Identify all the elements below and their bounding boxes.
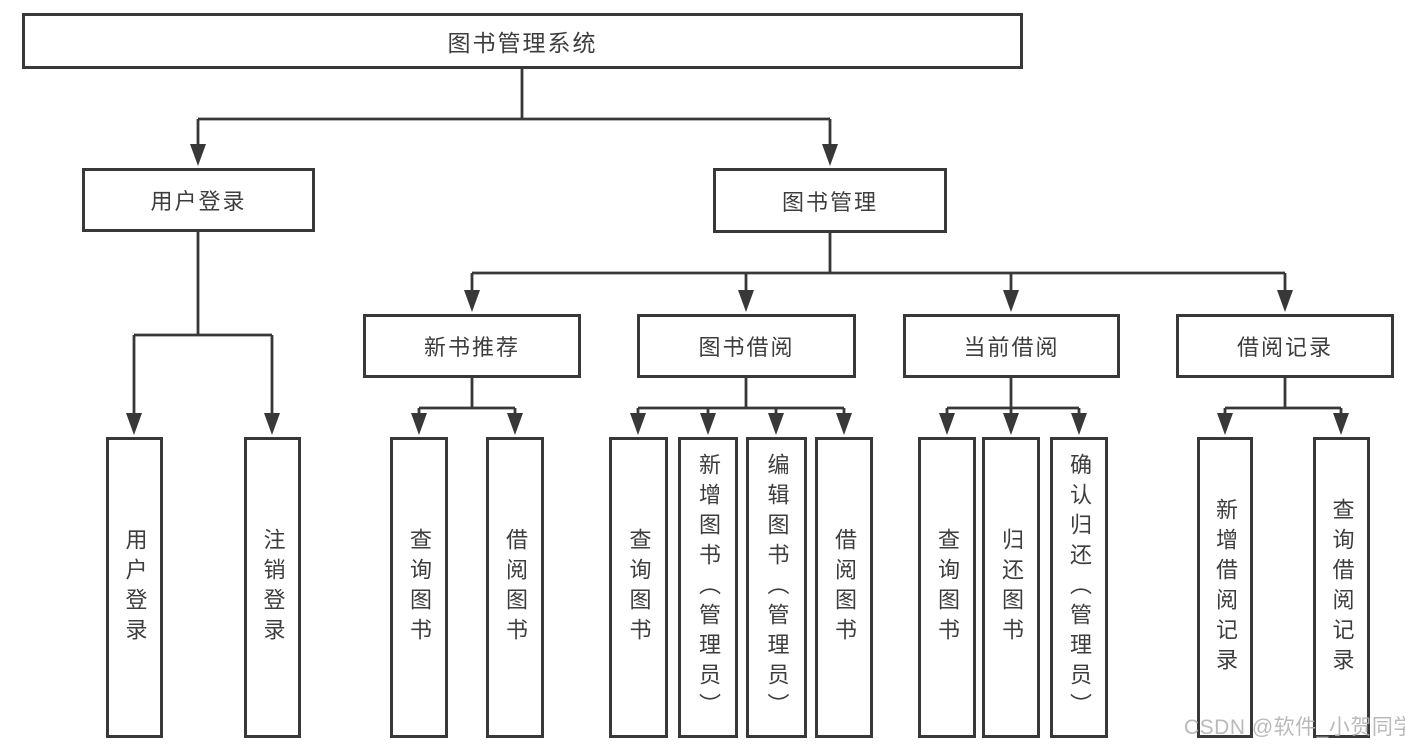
leaf-user-login: 用户登录 <box>106 437 163 738</box>
csdn-watermark: CSDN @软件_小贺同学 <box>1184 716 1405 739</box>
node-current-borrowing: 当前借阅 <box>903 314 1120 378</box>
leaf-records-query-record: 查询借阅记录 <box>1313 437 1370 738</box>
leaf-borrow-borrow-books: 借阅图书 <box>815 437 873 738</box>
leaf-logout: 注销登录 <box>244 437 301 738</box>
leaf-current-return-books: 归还图书 <box>982 437 1040 738</box>
leaf-rec-borrow-books: 借阅图书 <box>486 437 544 738</box>
node-new-book-recommendation: 新书推荐 <box>363 314 581 378</box>
node-book-borrowing: 图书借阅 <box>637 314 856 378</box>
node-library-management-system: 图书管理系统 <box>22 13 1023 69</box>
leaf-records-add-record: 新增借阅记录 <box>1197 437 1253 738</box>
leaf-borrow-query-books: 查询图书 <box>609 437 668 738</box>
leaf-current-query-books: 查询图书 <box>918 437 976 738</box>
leaf-rec-query-books: 查询图书 <box>390 437 448 738</box>
node-borrowing-records: 借阅记录 <box>1176 314 1394 378</box>
leaf-current-confirm-return-admin: 确认归还（管理员） <box>1050 437 1108 738</box>
node-book-management: 图书管理 <box>713 168 947 233</box>
leaf-borrow-add-books-admin: 新增图书（管理员） <box>678 437 738 738</box>
node-user-login: 用户登录 <box>82 168 315 232</box>
arrowheads <box>126 144 1349 435</box>
tree-edges <box>132 69 1343 417</box>
leaf-borrow-edit-books-admin: 编辑图书（管理员） <box>746 437 807 738</box>
